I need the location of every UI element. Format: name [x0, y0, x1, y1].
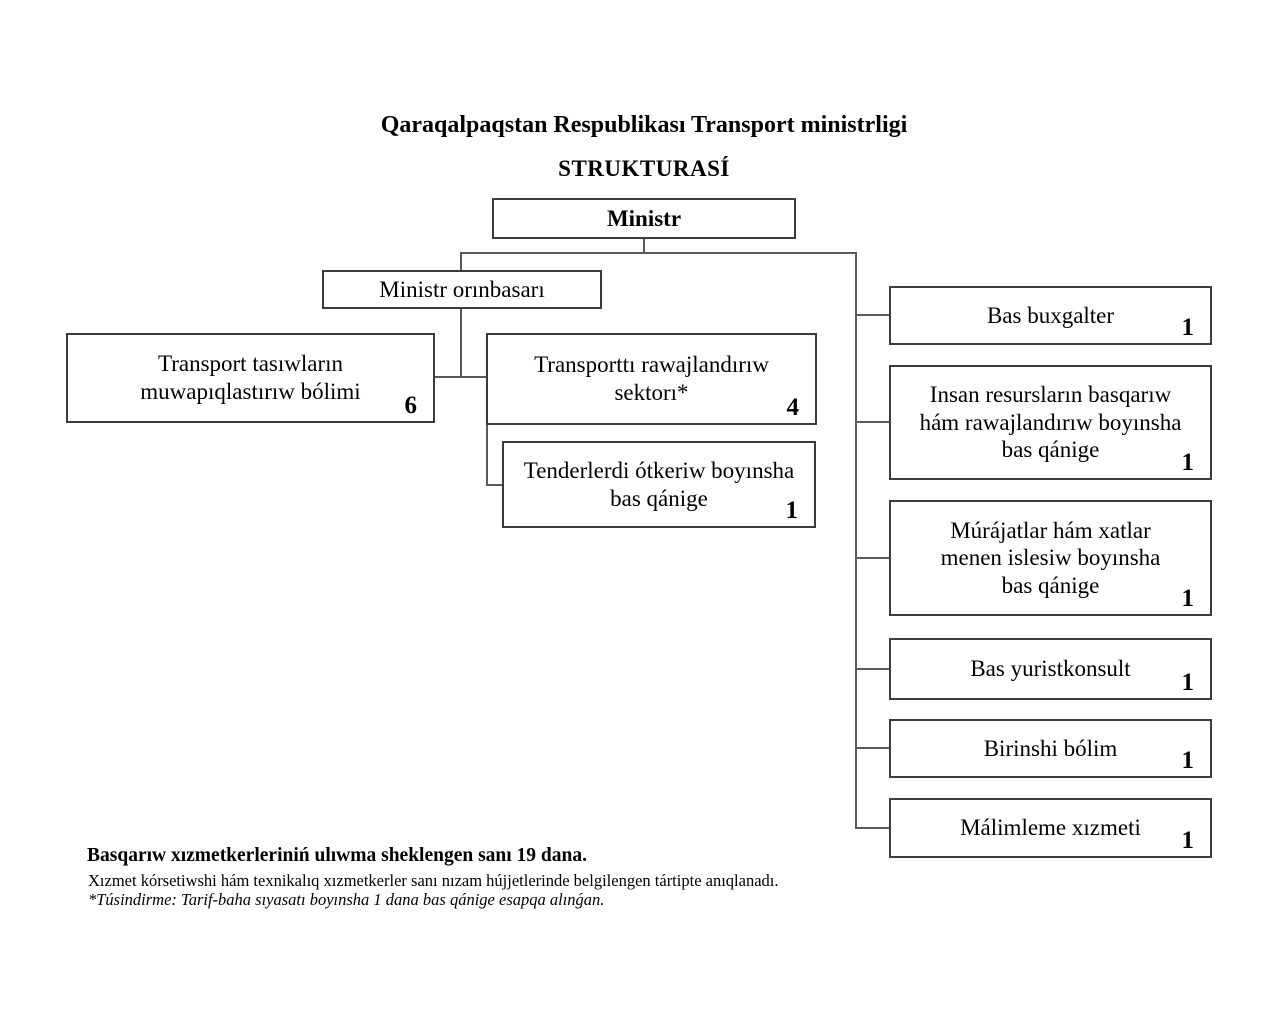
org-box-label: Tenderlerdi ótkeriw boyınsha bas qánige: [523, 457, 795, 511]
footer-total-note: Basqarıw xızmetkerleriniń ulıwma sheklen…: [87, 845, 587, 866]
connector-stub-murajatlar: [855, 557, 889, 559]
connector-stub-insan: [855, 421, 889, 423]
org-box-chief-accountant: Bas buxgalter 1: [889, 286, 1212, 345]
staff-count: 4: [786, 393, 800, 421]
connector-stub-yurist: [855, 668, 889, 670]
connector-stub-birinshi: [855, 747, 889, 749]
org-box-label: Múrájatlar hám xatlar menen islesiw boyı…: [940, 517, 1161, 598]
connector-stub-malimleme: [855, 827, 889, 829]
org-box-hr-specialist: Insan resursların basqarıw hám rawajland…: [889, 365, 1212, 480]
org-box-transport-coordination: Transport tasıwların muwapıqlastırıw ból…: [66, 333, 435, 423]
staff-count: 1: [1181, 313, 1195, 341]
staff-count: 1: [1181, 668, 1195, 696]
page-title: Qaraqalpaqstan Respublikası Transport mi…: [380, 112, 908, 138]
org-box-ministr: Ministr: [492, 198, 796, 239]
connector-deputy-bottom: [460, 308, 462, 378]
connector-tender-down: [486, 376, 488, 486]
org-box-label: Transport tasıwların muwapıqlastırıw ból…: [140, 351, 361, 404]
org-box-label: Bas buxgalter: [986, 302, 1115, 328]
connector-right-rail: [855, 252, 857, 829]
org-box-label: Transporttı rawajlandırıw sektorı*: [534, 352, 769, 405]
org-box-label: Ministr orınbasarı: [379, 276, 545, 302]
staff-count: 1: [1181, 584, 1195, 612]
org-box-information-service: Málimleme xızmeti 1: [889, 798, 1212, 858]
connector-tender-stub: [486, 484, 504, 486]
staff-count: 1: [1181, 746, 1195, 774]
org-box-deputy-minister: Ministr orınbasarı: [322, 270, 602, 309]
connector-ministr-down: [643, 239, 645, 254]
org-box-label: Insan resursların basqarıw hám rawajland…: [919, 382, 1182, 463]
connector-deputy-top: [460, 252, 462, 271]
staff-count: 1: [1181, 826, 1195, 854]
footer-service-note: Xızmet kórsetiwshi hám texnikalıq xızmet…: [88, 871, 779, 890]
org-box-first-department: Birinshi bólim 1: [889, 719, 1212, 778]
org-box-label: Málimleme xızmeti: [960, 815, 1141, 841]
org-box-tender-specialist: Tenderlerdi ótkeriw boyınsha bas qánige …: [502, 441, 816, 528]
footer-explanation-note: *Túsindirme: Tarif-baha sıyasatı boyınsh…: [88, 890, 605, 909]
connector-main-horizontal: [460, 252, 857, 254]
org-box-appeals-specialist: Múrájatlar hám xatlar menen islesiw boyı…: [889, 500, 1212, 616]
staff-count: 6: [404, 391, 418, 419]
org-box-chief-legal-counsel: Bas yuristkonsult 1: [889, 638, 1212, 700]
connector-stub-buxgalter: [855, 314, 889, 316]
org-box-transport-development-sector: Transporttı rawajlandırıw sektorı* 4: [486, 333, 817, 425]
connector-deputy-branch: [433, 376, 488, 378]
org-box-label: Birinshi bólim: [983, 735, 1118, 761]
org-box-label: Ministr: [606, 205, 682, 231]
org-box-label: Bas yuristkonsult: [970, 656, 1131, 682]
staff-count: 1: [785, 496, 799, 524]
page-subtitle: STRUKTURASÍ: [558, 156, 730, 181]
staff-count: 1: [1181, 448, 1195, 476]
